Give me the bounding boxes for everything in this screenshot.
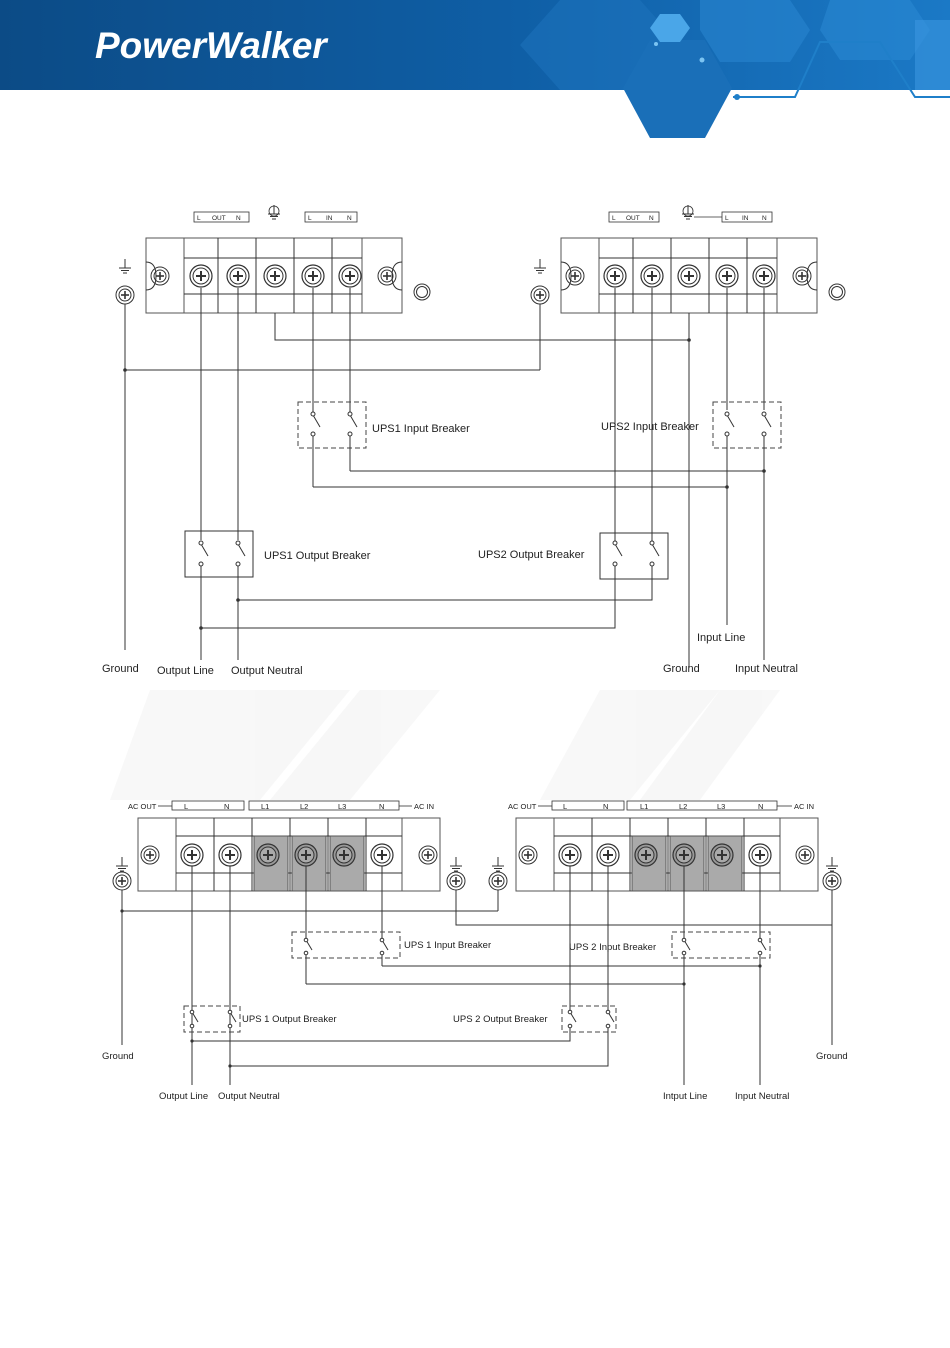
hexagon-decoration — [520, 0, 950, 138]
svg-text:L: L — [725, 215, 729, 222]
input-line-label: Input Line — [697, 632, 745, 644]
ups2-terminal-block — [560, 237, 818, 314]
svg-text:N: N — [758, 802, 763, 811]
ups1-3ph-terminal-header: AC OUT L N L1 L2 L3 N AC IN — [128, 800, 434, 811]
input-neutral-3ph-label: Input Neutral — [735, 1091, 789, 1102]
diagram-1-wires — [123, 288, 782, 668]
ups1-terminal-header: L OUT N L IN N — [193, 204, 358, 223]
svg-text:OUT: OUT — [626, 215, 640, 222]
svg-text:L: L — [184, 802, 188, 811]
input-neutral-label: Input Neutral — [735, 663, 798, 675]
svg-text:N: N — [224, 802, 229, 811]
svg-text:AC OUT: AC OUT — [128, 802, 157, 811]
ups2-3ph-input-breaker-label: UPS 2 Input Breaker — [569, 942, 656, 953]
ups1-3ph-output-breaker-label: UPS 1 Output Breaker — [242, 1014, 337, 1025]
svg-text:L3: L3 — [338, 802, 346, 811]
output-neutral-3ph-label: Output Neutral — [218, 1091, 280, 1102]
svg-text:L: L — [563, 802, 567, 811]
svg-text:L: L — [308, 215, 312, 222]
ups1-3ph-input-breaker-label: UPS 1 Input Breaker — [404, 940, 491, 951]
svg-text:OUT: OUT — [212, 215, 226, 222]
output-line-3ph-label: Output Line — [159, 1091, 208, 1102]
ups1-output-breaker-label: UPS1 Output Breaker — [264, 550, 371, 562]
svg-text:N: N — [236, 215, 241, 222]
input-line-3ph-label: Intput Line — [663, 1091, 707, 1102]
ground-right-3ph-label: Ground — [816, 1051, 848, 1062]
brand-logo: PowerWalker — [95, 25, 329, 66]
svg-text:IN: IN — [326, 215, 333, 222]
svg-text:L3: L3 — [717, 802, 725, 811]
ups2-terminal-header: L OUT N L IN N — [608, 204, 773, 223]
ups2-3ph-terminal-header: AC OUT L N L1 L2 L3 N AC IN — [508, 800, 814, 811]
svg-text:IN: IN — [742, 215, 749, 222]
svg-text:N: N — [603, 802, 608, 811]
svg-text:N: N — [379, 802, 384, 811]
output-line-label: Output Line — [157, 665, 214, 677]
diagram-2-three-phase: AC OUT L N L1 L2 L3 N AC IN — [102, 800, 848, 1102]
svg-text:AC OUT: AC OUT — [508, 802, 537, 811]
svg-text:L: L — [197, 215, 201, 222]
ground-right-label: Ground — [663, 663, 700, 675]
ups2-output-breaker-label: UPS2 Output Breaker — [478, 549, 585, 561]
ups2-3ph-output-breaker-label: UPS 2 Output Breaker — [453, 1014, 548, 1025]
svg-text:L2: L2 — [300, 802, 308, 811]
watermark — [110, 690, 780, 800]
ground-left-3ph-label: Ground — [102, 1051, 134, 1062]
ups1-input-breaker-label: UPS1 Input Breaker — [372, 423, 470, 435]
ups1-3ph-terminal-block — [137, 817, 441, 892]
svg-text:L2: L2 — [679, 802, 687, 811]
svg-text:L1: L1 — [261, 802, 269, 811]
svg-text:L: L — [612, 215, 616, 222]
svg-text:AC IN: AC IN — [414, 802, 434, 811]
svg-text:N: N — [347, 215, 352, 222]
header-banner: PowerWalker — [0, 0, 950, 138]
svg-text:L1: L1 — [640, 802, 648, 811]
ups1-terminal-block — [145, 237, 403, 314]
svg-text:AC IN: AC IN — [794, 802, 814, 811]
svg-text:N: N — [762, 215, 767, 222]
diagram-1-single-phase: L OUT N L IN N — [102, 204, 846, 677]
diagram-2-wires — [120, 866, 833, 1085]
svg-text:N: N — [649, 215, 654, 222]
ground-left-label: Ground — [102, 663, 139, 675]
ups2-input-breaker-label: UPS2 Input Breaker — [601, 421, 699, 433]
ups2-3ph-terminal-block — [515, 817, 819, 892]
output-neutral-label: Output Neutral — [231, 665, 303, 677]
